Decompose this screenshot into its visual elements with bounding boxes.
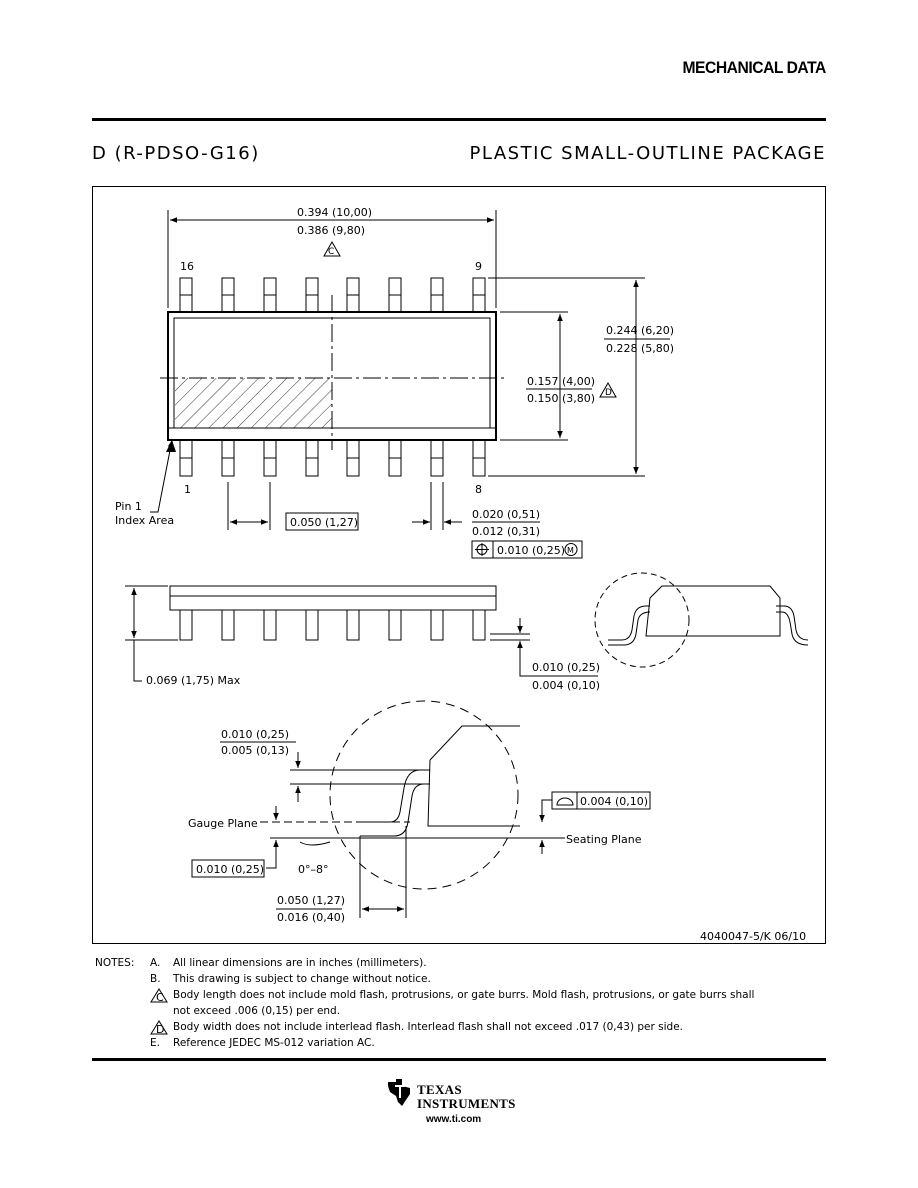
- drawing-number: 4040047-5/K 06/10: [700, 930, 806, 943]
- ti-logo: TEXAS INSTRUMENTS www.ti.com: [386, 1078, 536, 1128]
- total-width-max: 0.244 (6,20): [606, 324, 674, 337]
- ti-state-icon: [388, 1079, 410, 1106]
- lead-angle: 0°–8°: [298, 863, 329, 876]
- header-rule: [92, 118, 826, 121]
- note-text: not exceed .006 (0,15) per end.: [173, 1005, 341, 1017]
- package-body-side-view: [169, 585, 497, 597]
- side-leads: [179, 609, 486, 641]
- pin-9-label: 9: [475, 260, 482, 273]
- seating-plane-label: Seating Plane: [566, 833, 642, 846]
- website-link[interactable]: www.ti.com: [426, 1114, 482, 1125]
- note-c-triangle-icon: C: [150, 988, 168, 1003]
- body-width-max: 0.157 (4,00): [527, 375, 595, 388]
- position-tolerance: 0.010 (0,25): [497, 544, 565, 557]
- total-width-min: 0.228 (5,80): [606, 342, 674, 355]
- note-d-marker: D: [605, 388, 612, 398]
- footer-rule: [92, 1058, 826, 1061]
- gauge-plane-label: Gauge Plane: [188, 817, 258, 830]
- lead-thickness-max: 0.010 (0,25): [221, 728, 289, 741]
- detail-circle-large: [329, 700, 519, 890]
- standoff-max: 0.010 (0,25): [532, 661, 600, 674]
- note-letter: A.: [150, 957, 161, 969]
- bottom-leads: [179, 439, 486, 477]
- note-text: Body width does not include interlead fl…: [173, 1021, 684, 1033]
- drawing-frame: [92, 186, 826, 944]
- package-name: PLASTIC SMALL-OUTLINE PACKAGE: [469, 143, 826, 164]
- length-min: 0.386 (9,80): [297, 224, 365, 237]
- pin-8-label: 8: [475, 483, 482, 496]
- length-max: 0.394 (10,00): [297, 206, 372, 219]
- brand-line1: TEXAS: [417, 1082, 462, 1097]
- pin-1-label: 1: [184, 483, 191, 496]
- lead-width-min: 0.012 (0,31): [472, 525, 540, 538]
- note-text: Body length does not include mold flash,…: [173, 989, 755, 1001]
- notes-label: NOTES:: [95, 957, 135, 969]
- gauge-plane-value: 0.010 (0,25): [196, 863, 264, 876]
- height-max: 0.069 (1,75) Max: [146, 674, 241, 687]
- svg-text:C: C: [156, 991, 164, 1003]
- pin1-index-area: [175, 378, 332, 428]
- lead-thickness-min: 0.005 (0,13): [221, 744, 289, 757]
- note-c-marker: C: [328, 247, 334, 257]
- foot-length-min: 0.016 (0,40): [277, 911, 345, 924]
- lead-width-max: 0.020 (0,51): [472, 508, 540, 521]
- coplanarity-value: 0.004 (0,10): [580, 795, 648, 808]
- package-code: D (R-PDSO-G16): [92, 143, 260, 164]
- svg-text:D: D: [156, 1023, 164, 1035]
- standoff-min: 0.004 (0,10): [532, 679, 600, 692]
- note-letter: E.: [150, 1037, 160, 1049]
- foot-length-max: 0.050 (1,27): [277, 894, 345, 907]
- pin-16-label: 16: [180, 260, 194, 273]
- note-text: This drawing is subject to change withou…: [173, 973, 431, 985]
- page-header-title: MECHANICAL DATA: [682, 58, 827, 77]
- note-d-triangle-icon: D: [150, 1020, 168, 1035]
- body-width-min: 0.150 (3,80): [527, 392, 595, 405]
- note-text: Reference JEDEC MS-012 variation AC.: [173, 1037, 375, 1049]
- top-leads: [179, 277, 486, 313]
- note-text: All linear dimensions are in inches (mil…: [173, 957, 427, 969]
- position-modifier: M: [567, 546, 574, 555]
- pin1-label-line2: Index Area: [115, 514, 174, 527]
- note-letter: B.: [150, 973, 161, 985]
- detail-circle-small: [594, 572, 690, 668]
- brand-line2: INSTRUMENTS: [417, 1096, 516, 1111]
- pin1-label-line1: Pin 1: [115, 500, 142, 513]
- mechanical-drawing: 0.394 (10,00) 0.386 (9,80) C 16 9 1 8 0.…: [115, 206, 809, 943]
- pitch-value: 0.050 (1,27): [290, 516, 358, 529]
